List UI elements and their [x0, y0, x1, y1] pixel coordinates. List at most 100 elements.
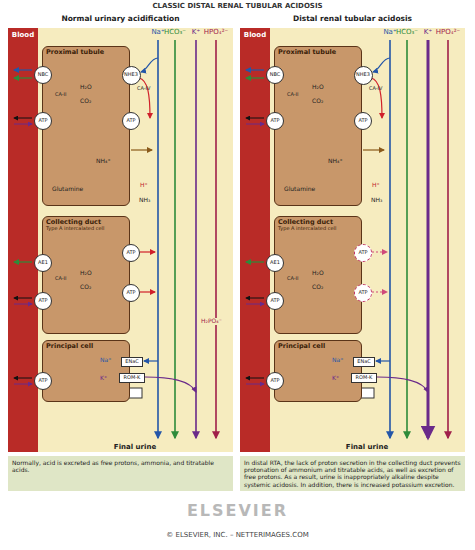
chemical-label: NH₄⁺: [96, 158, 111, 165]
transporter-circle: ATP: [266, 372, 284, 390]
transporter-label: ATP: [270, 378, 279, 384]
transporter-circle: ATP: [122, 112, 140, 130]
chemical-label: H₂O: [312, 84, 324, 91]
chemical-label: Glutamine: [284, 186, 315, 193]
enzyme-label: CA-II: [287, 276, 299, 282]
ion-label: HPO₄²⁻: [204, 29, 228, 37]
transporter-circle: NBC: [266, 66, 284, 84]
blood-band: Blood: [8, 28, 38, 452]
transporter-circle: ATP: [266, 292, 284, 310]
transporter-label: ATP: [38, 118, 47, 124]
transporter-circle: ATP: [354, 284, 372, 302]
cell-box: Proximal tubuleNBCNHE3ATPATP: [42, 46, 130, 206]
transporter-label: ATP: [38, 298, 47, 304]
region-label: Blood: [240, 28, 270, 39]
chemical-label: NH₃: [371, 197, 382, 204]
transporter-label: ATP: [358, 118, 367, 124]
transporter-label: ATP: [270, 298, 279, 304]
channel-box: ROM-K: [119, 373, 145, 383]
ion-label: HCO₃⁻: [396, 29, 418, 37]
chemical-label: NH₄⁺: [328, 158, 343, 165]
ion-label: HCO₃⁻: [164, 29, 186, 37]
channel-box: ENaC: [121, 357, 143, 367]
transporter-label: ATP: [126, 118, 135, 124]
chemical-label: H₂O: [312, 270, 324, 277]
cell-box: Proximal tubuleNBCNHE3ATPATP: [274, 46, 362, 206]
chemical-label: K⁺: [100, 375, 107, 382]
chemical-label: H₂PO₄⁻: [200, 318, 223, 325]
chemical-label: CO₂: [80, 284, 91, 291]
cell-sublabel: Type A intercalated cell: [275, 226, 361, 232]
cell-label: Collecting duct: [43, 217, 129, 226]
channel-label: ENaC: [357, 359, 370, 365]
channel-box: ENaC: [353, 357, 375, 367]
chemical-label: K⁺: [332, 375, 339, 382]
caption-text: In distal RTA, the lack of proton secret…: [244, 459, 461, 488]
copyright: © ELSEVIER, INC. – NETTERIMAGES.COM: [166, 532, 308, 540]
chemical-label: CO₂: [312, 284, 323, 291]
cell-box: Principal cellATPENaCROM-K: [274, 340, 362, 402]
panel: Normal urinary acidificationBloodProxima…: [8, 14, 233, 452]
transporter-circle: ATP: [34, 372, 52, 390]
region-label: Blood: [8, 28, 38, 39]
chemical-label: Glutamine: [52, 186, 83, 193]
transporter-label: NHE3: [356, 72, 370, 78]
cell-label: Principal cell: [275, 341, 361, 350]
panel-heading: Distal renal tubular acidosis: [240, 14, 465, 24]
chemical-label: Na⁺: [332, 357, 343, 364]
enzyme-label: CA-IV: [137, 86, 151, 92]
transporter-label: NBC: [38, 72, 49, 78]
urine-label: Final urine: [346, 444, 388, 452]
cell-label: Proximal tubule: [275, 47, 361, 56]
transporter-circle: AE1: [266, 254, 284, 272]
chemical-label: H⁺: [372, 182, 380, 189]
transporter-label: ATP: [126, 290, 135, 296]
transporter-circle: ATP: [354, 112, 372, 130]
cell-label: Proximal tubule: [43, 47, 129, 56]
cell-box: Principal cellATPENaCROM-K: [42, 340, 130, 402]
caption-box: In distal RTA, the lack of proton secret…: [240, 456, 465, 491]
transporter-circle: ATP: [354, 244, 372, 262]
transporter-label: ATP: [358, 290, 367, 296]
chemical-label: CO₂: [312, 98, 323, 105]
transporter-circle: ATP: [34, 112, 52, 130]
transporter-label: ATP: [38, 378, 47, 384]
transporter-circle: ATP: [122, 244, 140, 262]
chemical-label: H⁺: [140, 182, 148, 189]
title: CLASSIC DISTAL RENAL TUBULAR ACIDOSIS: [152, 3, 322, 11]
watermark: ELSEVIER: [187, 502, 288, 520]
blood-band: Blood: [240, 28, 270, 452]
transporter-circle: NHE3: [354, 66, 373, 85]
enzyme-label: CA-II: [55, 92, 67, 98]
transporter-circle: NBC: [34, 66, 52, 84]
transporter-circle: ATP: [266, 112, 284, 130]
ion-label: HPO₄²⁻: [436, 29, 460, 37]
transporter-label: NBC: [270, 72, 281, 78]
transporter-label: AE1: [270, 260, 280, 266]
cell-label: Principal cell: [43, 341, 129, 350]
channel-label: ROM-K: [356, 375, 373, 381]
chemical-label: CO₂: [80, 98, 91, 105]
channel-box: ROM-K: [351, 373, 377, 383]
transporter-circle: ATP: [122, 284, 140, 302]
caption-box: Normally, acid is excreted as free proto…: [8, 456, 233, 491]
ion-label: K⁺: [192, 29, 200, 37]
channel-label: ENaC: [125, 359, 138, 365]
transporter-circle: ATP: [34, 292, 52, 310]
transporter-label: ATP: [270, 118, 279, 124]
transporter-label: ATP: [126, 250, 135, 256]
transporter-label: NHE3: [124, 72, 138, 78]
cell-label: Collecting duct: [275, 217, 361, 226]
ion-label: Na⁺: [151, 29, 164, 37]
chemical-label: H₂O: [80, 84, 92, 91]
enzyme-label: CA-II: [287, 92, 299, 98]
caption-text: Normally, acid is excreted as free proto…: [12, 459, 229, 473]
enzyme-label: CA-IV: [369, 86, 383, 92]
ion-label: K⁺: [424, 29, 432, 37]
cell-sublabel: Type A intercalated cell: [43, 226, 129, 232]
channel-label: ROM-K: [124, 375, 141, 381]
chemical-label: Na⁺: [100, 357, 111, 364]
panel-heading: Normal urinary acidification: [8, 14, 233, 24]
transporter-circle: NHE3: [122, 66, 141, 85]
